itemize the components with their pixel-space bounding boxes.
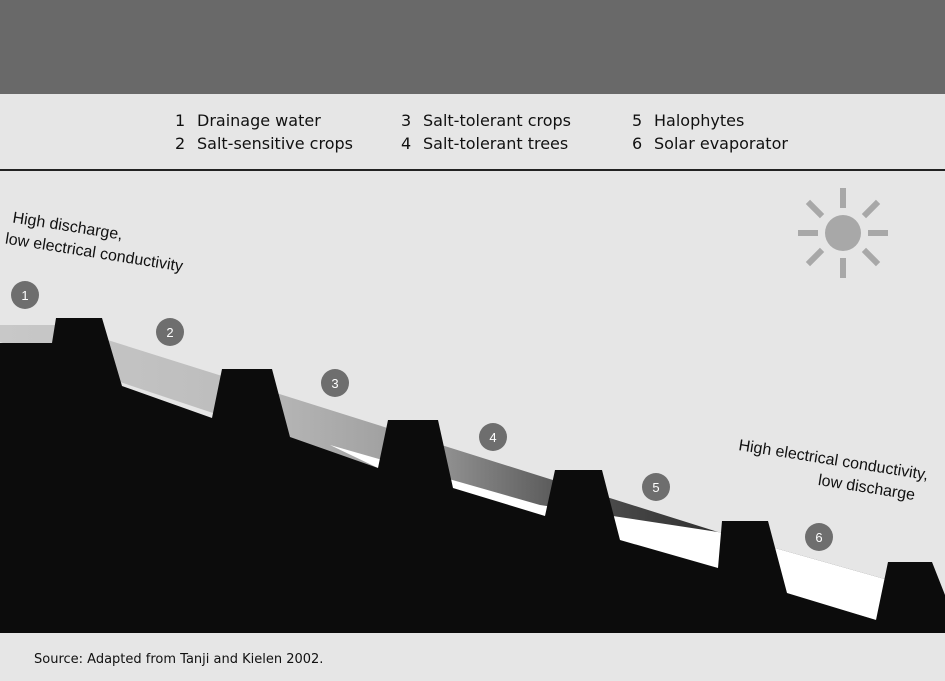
svg-text:6: 6 (815, 530, 822, 545)
legend-number: 3 (401, 111, 412, 130)
salt-accumulation-wedge (330, 445, 945, 632)
svg-text:5: 5 (652, 480, 659, 495)
legend-number: 6 (632, 134, 643, 153)
legend-item-3: 3 Salt-tolerant crops (401, 111, 571, 130)
legend-item-4: 4 Salt-tolerant trees (401, 134, 568, 153)
svg-text:4: 4 (489, 430, 496, 445)
legend-item-1: 1 Drainage water (175, 111, 321, 130)
legend-item-5: 5 Halophytes (632, 111, 744, 130)
svg-text:3: 3 (331, 376, 338, 391)
legend-label: Salt-sensitive crops (197, 134, 353, 153)
legend-label: Halophytes (654, 111, 745, 130)
terrain-terraces (0, 318, 945, 633)
marker-3: 3 (321, 369, 349, 397)
legend-label: Drainage water (197, 111, 321, 130)
marker-6: 6 (805, 523, 833, 551)
source-caption: Source: Adapted from Tanji and Kielen 20… (34, 652, 324, 667)
svg-text:1: 1 (21, 288, 28, 303)
legend-divider (0, 169, 945, 171)
svg-text:2: 2 (166, 325, 173, 340)
marker-1: 1 (11, 281, 39, 309)
marker-2: 2 (156, 318, 184, 346)
legend-label: Salt-tolerant trees (423, 134, 569, 153)
sun-icon (798, 188, 888, 278)
header-band (0, 0, 945, 94)
marker-5: 5 (642, 473, 670, 501)
marker-4: 4 (479, 423, 507, 451)
legend-number: 1 (175, 111, 186, 130)
legend-number: 4 (401, 134, 412, 153)
legend-item-6: 6 Solar evaporator (632, 134, 788, 153)
legend-item-2: 2 Salt-sensitive crops (175, 134, 353, 153)
legend-label: Solar evaporator (654, 134, 788, 153)
start-annotation: High discharge, low electrical conductiv… (4, 209, 184, 275)
legend-label: Salt-tolerant crops (423, 111, 571, 130)
legend-number: 5 (632, 111, 643, 130)
drainage-reuse-diagram: High discharge, low electrical conductiv… (0, 188, 945, 633)
legend-number: 2 (175, 134, 186, 153)
end-annotation: High electrical conductivity, low discha… (737, 437, 929, 504)
